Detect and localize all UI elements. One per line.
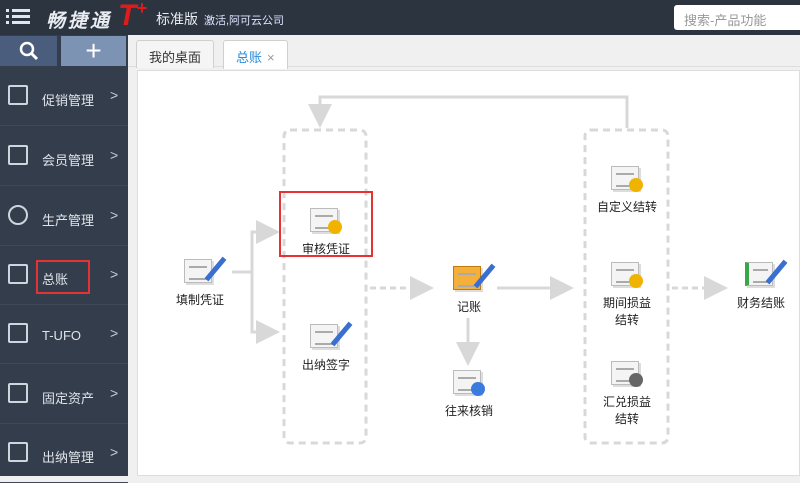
- reconcile-icon: [451, 366, 487, 396]
- close-icon[interactable]: ×: [267, 50, 275, 65]
- menu-icon[interactable]: [6, 9, 30, 25]
- ledger-icon: [8, 264, 28, 284]
- node-label: 填制凭证: [175, 293, 224, 307]
- gears-icon: [8, 205, 28, 225]
- megaphone-icon: [8, 85, 28, 105]
- search-button[interactable]: [0, 36, 57, 66]
- node-reconcile[interactable]: 往来核销: [424, 366, 514, 419]
- stamp-icon: [308, 204, 344, 234]
- sidebar-item-label: 会员管理: [42, 153, 95, 168]
- dollar-gear-icon: [609, 258, 645, 288]
- sidebar-item-promotion[interactable]: 促销管理 >: [0, 67, 128, 126]
- node-label: 财务结账: [736, 296, 785, 310]
- node-fx-transfer[interactable]: 汇兑损益结转: [582, 357, 672, 427]
- sidebar-item-tufo[interactable]: T-UFO >: [0, 305, 128, 364]
- node-label: 期间损益结转: [602, 296, 651, 327]
- node-fill-voucher[interactable]: 填制凭证: [155, 255, 245, 308]
- sidebar-item-label: 促销管理: [42, 93, 95, 108]
- excavator-icon: [8, 383, 28, 403]
- sidebar-item-fixed-assets[interactable]: 固定资产 >: [0, 365, 128, 424]
- node-post[interactable]: 记账: [424, 262, 514, 315]
- node-label: 往来核销: [444, 404, 493, 418]
- arrow-to-audit: [232, 220, 280, 274]
- arrow-to-cashier: [250, 272, 280, 344]
- node-pl-transfer[interactable]: 期间损益结转: [582, 258, 672, 328]
- top-bar: 畅捷通 T+ 标准版 激活,阿可云公司 搜索-产品功能: [0, 0, 800, 35]
- doc-gear-icon: [609, 162, 645, 192]
- chevron-right-icon: >: [110, 207, 119, 223]
- tab-label: 我的桌面: [149, 50, 202, 65]
- search-icon: [19, 41, 38, 61]
- sidebar-item-label: 出纳管理: [42, 450, 95, 465]
- checklist-icon: [743, 258, 788, 288]
- node-custom-transfer[interactable]: 自定义结转: [582, 162, 672, 215]
- node-label: 汇兑损益结转: [602, 395, 651, 426]
- sidebar-item-general-ledger[interactable]: 总账 >: [0, 246, 128, 305]
- add-button[interactable]: +: [61, 35, 126, 66]
- audit-highlight-box: [279, 191, 373, 257]
- tab-my-desktop[interactable]: 我的桌面: [136, 40, 215, 68]
- node-label: 自定义结转: [596, 200, 657, 214]
- sidebar: + 促销管理 > 会员管理 > 生产管理 > 总账 > T-UFO > 固定资产 > 出纳管…: [0, 35, 128, 483]
- edition-label: 标准版: [156, 11, 198, 27]
- sidebar-item-label: T-UFO: [42, 328, 81, 343]
- audit-group-box: [282, 128, 368, 445]
- chevron-right-icon: >: [110, 444, 119, 460]
- tab-general-ledger[interactable]: 总账 ×: [223, 40, 288, 69]
- search-input[interactable]: 搜索-产品功能: [674, 5, 800, 30]
- tab-bar: 我的桌面 总账 ×: [128, 35, 800, 69]
- sidebar-item-production[interactable]: 生产管理 >: [0, 187, 128, 246]
- tie-icon: [8, 145, 28, 165]
- node-audit-voucher[interactable]: 审核凭证: [281, 204, 371, 257]
- sidebar-highlight-box: [36, 260, 90, 294]
- tab-label: 总账: [236, 50, 263, 65]
- voucher-pen-icon: [182, 255, 227, 285]
- sidebar-item-member[interactable]: 会员管理 >: [0, 127, 128, 186]
- coins-chart-icon: [609, 357, 645, 387]
- clipboard-icon: [451, 262, 496, 292]
- loop-arrow: [308, 95, 629, 128]
- node-cashier-sign[interactable]: 出纳签字: [281, 320, 371, 373]
- chevron-right-icon: >: [110, 325, 119, 341]
- chevron-right-icon: >: [110, 147, 119, 163]
- chevron-right-icon: >: [110, 87, 119, 103]
- brand-name: 畅捷通: [46, 11, 113, 32]
- sign-pen-icon: [308, 320, 353, 350]
- document-icon: [8, 442, 28, 462]
- transfer-group-box: [583, 128, 670, 445]
- product-logo: T+: [118, 0, 147, 32]
- plus-icon: +: [85, 35, 102, 66]
- node-label: 出纳签字: [301, 358, 350, 372]
- sidebar-item-label: 固定资产: [42, 391, 95, 406]
- company-label: 激活,阿可云公司: [204, 15, 285, 27]
- sidebar-item-label: 总账: [42, 272, 69, 287]
- node-label: 审核凭证: [301, 242, 350, 256]
- node-label: 记账: [456, 300, 481, 314]
- node-close-books[interactable]: 财务结账: [716, 258, 800, 311]
- sidebar-item-label: 生产管理: [42, 213, 95, 228]
- report-icon: [8, 323, 28, 343]
- chevron-right-icon: >: [110, 385, 119, 401]
- chevron-right-icon: >: [110, 266, 119, 282]
